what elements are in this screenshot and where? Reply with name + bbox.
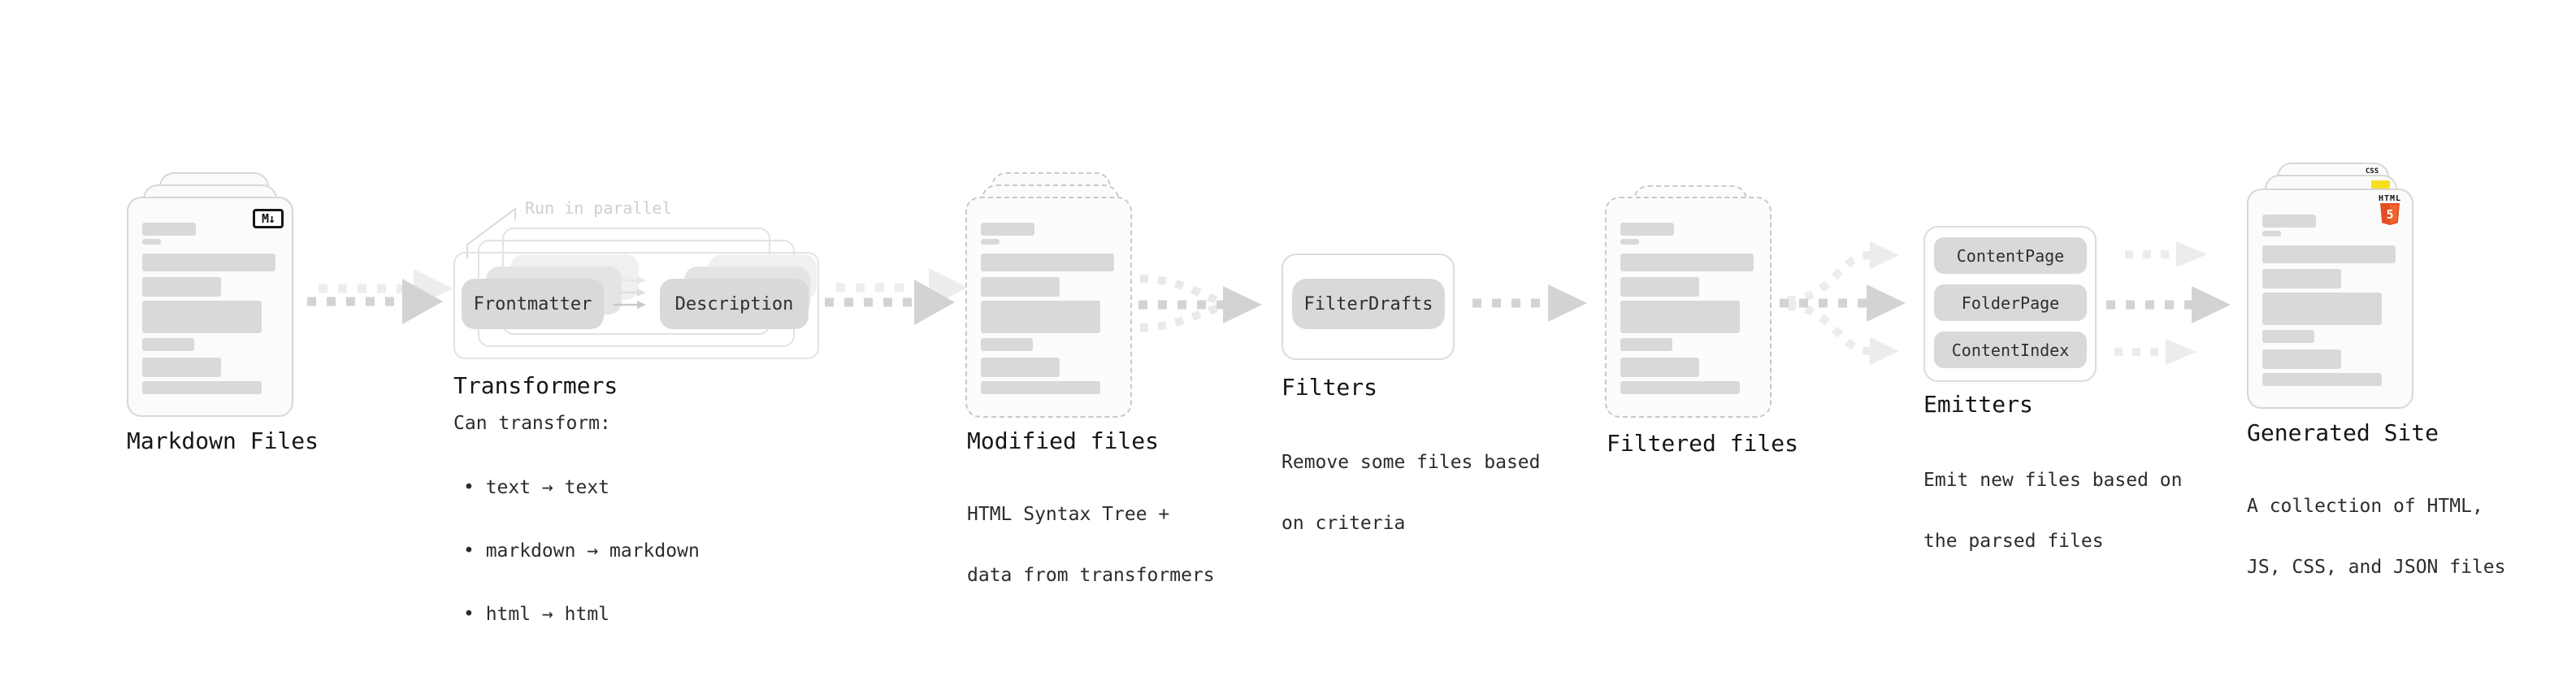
description-chip: Description [660,279,809,329]
html5-icon-shield: 5 [2380,203,2400,225]
placeholder-text-bar [142,277,221,297]
caption-line: A collection of HTML, [2247,496,2483,517]
placeholder-text-bar [2262,231,2281,236]
placeholder-text-bar [1620,358,1699,377]
frontmatter-chip: Frontmatter [462,279,604,329]
bullet-item: • html → html [463,604,610,625]
modified-files-caption: HTML Syntax Tree + data from transformer… [967,464,1215,627]
filtered-file-card-front [1605,197,1772,418]
bullet-item: • markdown → markdown [463,540,700,562]
contentindex-chip: ContentIndex [1934,332,2087,368]
markdown-file-card-front: M↓ [127,197,293,417]
placeholder-text-bar [2262,349,2341,369]
placeholder-text-bar [981,239,1000,245]
placeholder-text-bar [2262,269,2341,288]
placeholder-text-bar [2262,245,2396,263]
placeholder-text-bar [142,301,262,333]
placeholder-text-bar [142,223,196,236]
placeholder-text-bar [2262,373,2382,386]
run-in-parallel-note: Run in parallel [525,198,672,218]
placeholder-text-bar [2262,330,2314,343]
js-icon [2371,180,2390,191]
html5-icon: HTML 5 [2376,194,2404,229]
placeholder-text-bar [981,254,1114,271]
placeholder-text-bar [142,381,262,394]
placeholder-text-bar [981,301,1100,333]
placeholder-text-bar [981,277,1060,297]
placeholder-text-bar [981,338,1033,351]
placeholder-text-bar [2262,215,2316,228]
placeholder-text-bar [981,223,1034,236]
html5-icon-word: HTML [2378,194,2402,203]
placeholder-text-bar [2262,293,2382,325]
placeholder-text-bar [142,239,161,245]
caption-line: the parsed files [1923,531,2104,552]
arrow-emitters-to-generated [2106,241,2231,365]
placeholder-text-bar [981,358,1060,377]
modified-files-label: Modified files [967,427,1160,454]
caption-line: Remove some files based [1281,452,1541,473]
placeholder-lines [142,223,275,394]
transformers-bullet-list: • text → text • markdown → markdown • ht… [463,435,700,667]
run-in-parallel-connector [466,207,516,258]
filtered-files-label: Filtered files [1607,430,1799,457]
bullet-item: • text → text [463,477,610,498]
placeholder-text-bar [1620,223,1674,236]
placeholder-text-bar [1620,381,1740,394]
caption-line: Emit new files based on [1923,470,2183,491]
emitters-label: Emitters [1923,391,2033,418]
arrow-transformers-to-modified [825,268,968,325]
arrow-markdown-to-transformers [307,269,453,324]
arrow-filters-to-filtered [1472,284,1587,322]
generated-file-card-front: HTML 5 [2247,189,2413,409]
placeholder-text-bar [142,358,221,377]
contentpage-chip: ContentPage [1934,237,2087,274]
filters-label: Filters [1281,374,1378,401]
arrow-filtered-to-emitters [1780,241,1906,365]
svg-text:5: 5 [2386,207,2393,222]
placeholder-text-bar [1620,239,1639,245]
caption-line: JS, CSS, and JSON files [2247,557,2506,578]
placeholder-lines [981,223,1114,394]
placeholder-lines [1620,223,1754,394]
arrow-modified-to-filters [1138,275,1262,332]
generated-site-caption: A collection of HTML, JS, CSS, and JSON … [2247,456,2506,618]
placeholder-lines [2262,215,2396,386]
markdown-icon: M↓ [253,209,284,228]
caption-line: on criteria [1281,513,1406,534]
modified-file-card-front [965,197,1132,418]
transformers-label: Transformers [453,372,618,399]
placeholder-text-bar [1620,338,1672,351]
placeholder-text-bar [981,381,1100,394]
placeholder-text-bar [142,338,194,351]
placeholder-text-bar [1620,277,1699,297]
filters-caption: Remove some files based on criteria [1281,412,1541,575]
caption-line: data from transformers [967,565,1215,586]
filterdrafts-chip: FilterDrafts [1292,279,1445,329]
placeholder-text-bar [1620,301,1740,333]
markdown-files-label: Markdown Files [127,427,319,454]
placeholder-text-bar [1620,254,1754,271]
folderpage-chip: FolderPage [1934,284,2087,321]
generated-site-label: Generated Site [2247,419,2439,446]
emitters-caption: Emit new files based on the parsed files [1923,430,2183,592]
transformer-card-front [453,252,819,359]
placeholder-text-bar [142,254,275,271]
transform-arrows [613,276,646,309]
css-icon-label: CSS [2365,167,2379,176]
caption-line: HTML Syntax Tree + [967,504,1170,525]
transformers-caption: Can transform: [453,413,611,434]
